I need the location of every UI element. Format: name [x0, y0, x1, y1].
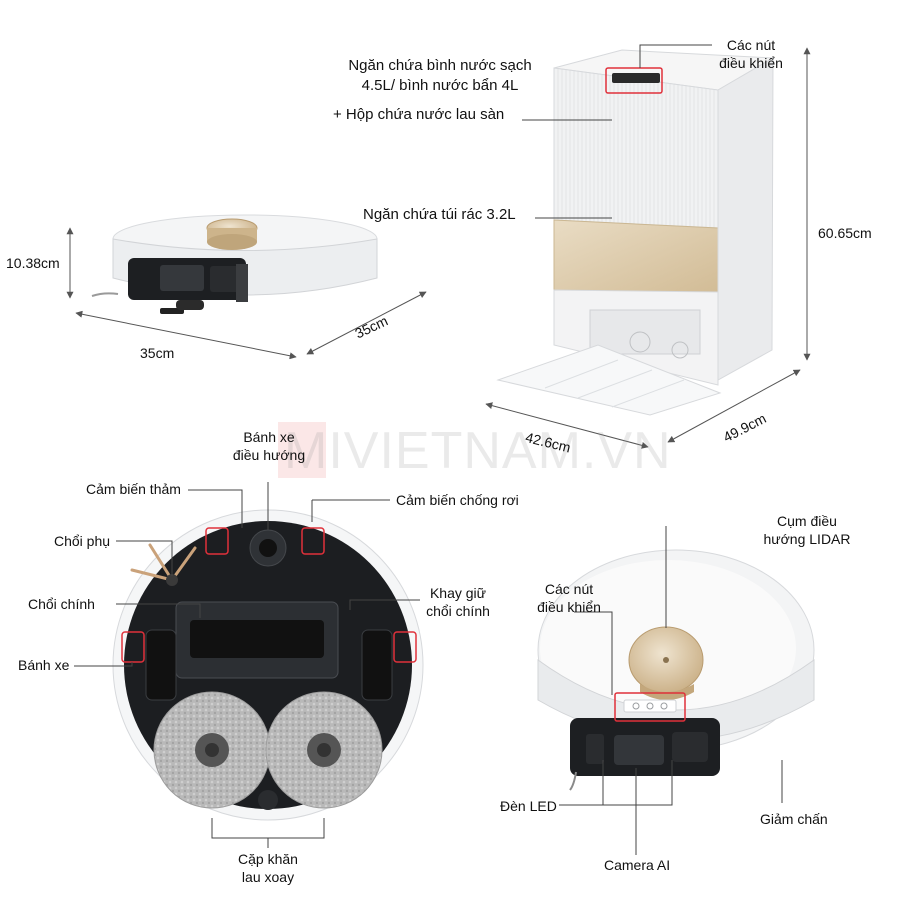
top-controls-label-line1: Các nút	[544, 581, 594, 597]
cliff-sensor-label: Cảm biến chống rơi	[396, 492, 519, 508]
left-wheel	[145, 629, 177, 701]
lidar-label-line2: hướng LIDAR	[763, 531, 851, 547]
top-annotations	[559, 526, 783, 855]
robot-top-view	[537, 549, 815, 791]
bumper-label: Giảm chấn	[760, 811, 828, 827]
ai-camera-label: Camera AI	[604, 857, 671, 873]
station-control-buttons	[612, 73, 660, 83]
side-brush-label: Chổi phụ	[54, 533, 111, 549]
mop-pads-label: Cặp khăn lau xoay	[218, 850, 318, 886]
station-height-label: 60.65cm	[818, 225, 872, 241]
mop-pads-label-line1: Cặp khăn	[238, 851, 298, 867]
lidar-label: Cụm điều hướng LIDAR	[752, 512, 862, 548]
lidar-label-line1: Cụm điều	[777, 513, 837, 529]
steering-wheel-label-line2: điều hướng	[232, 447, 306, 463]
station-controls-label: Các nút điều khiển	[706, 36, 796, 72]
steering-wheel-label-line1: Bánh xe	[243, 429, 295, 445]
side-brush	[130, 543, 197, 582]
robot-side-view	[91, 214, 378, 314]
brush-tray-label: Khay giữ chổi chính	[418, 584, 498, 620]
right-wheel	[361, 629, 393, 701]
steering-wheel-label: Bánh xe điều hướng	[214, 428, 324, 464]
carpet-sensor-label: Cảm biến thảm	[86, 481, 181, 497]
led-label: Đèn LED	[500, 798, 557, 814]
watermark: MIVIETNAM.VN	[278, 418, 671, 482]
wheel-label: Bánh xe	[18, 657, 70, 673]
station-dustbag-panel	[553, 219, 719, 293]
station-tank-label-line1: Ngăn chứa bình nước sạch	[348, 57, 532, 74]
base-station	[496, 49, 775, 416]
robot-bottom-view	[112, 509, 424, 821]
brush-tray-label-line1: Khay giữ	[429, 585, 487, 601]
station-annotations	[522, 44, 712, 219]
robot-width-label: 35cm	[140, 345, 175, 361]
station-tank-label-line2: 4.5L/ bình nước bẩn 4L	[361, 77, 519, 94]
watermark-text: MIVIETNAM.VN	[284, 422, 672, 480]
bottom-annotations	[74, 482, 420, 848]
top-controls-label-line2: điều khiển	[537, 599, 601, 615]
station-water-tank-panel	[553, 67, 719, 229]
station-tank-label: Ngăn chứa bình nước sạch 4.5L/ bình nước…	[330, 56, 550, 96]
brush-tray-label-line2: chổi chính	[426, 603, 490, 619]
station-solution-box-label: + Hộp chứa nước lau sàn	[333, 106, 505, 123]
station-dimension-lines	[485, 47, 811, 449]
robot-dimension-lines	[66, 227, 427, 360]
mop-pads-label-line2: lau xoay	[241, 869, 295, 885]
station-controls-label-line1: Các nút	[726, 37, 776, 53]
watermark-logo-block	[278, 422, 326, 478]
robot-height-label: 10.38cm	[6, 255, 60, 271]
main-brush-label: Chổi chính	[28, 596, 95, 612]
station-controls-label-line2: điều khiển	[719, 55, 783, 71]
top-controls-label: Các nút điều khiển	[524, 580, 614, 616]
station-dustbag-label: Ngăn chứa túi rác 3.2L	[363, 206, 516, 223]
